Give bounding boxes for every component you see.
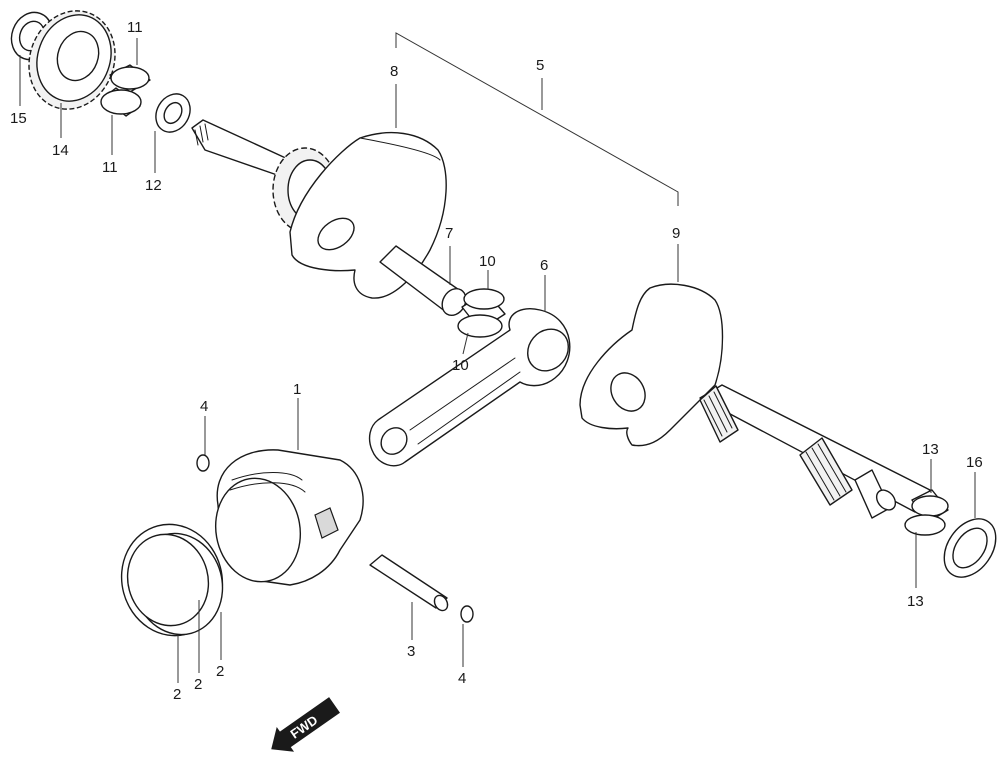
part-1-piston — [214, 449, 364, 586]
callout-6: 6 — [540, 257, 548, 274]
callout-11-top: 11 — [127, 19, 143, 36]
callout-11-bottom: 11 — [102, 159, 118, 176]
part-14-drive-gear — [28, 10, 116, 110]
fwd-arrow-shape — [271, 697, 340, 752]
part-4-circlip — [196, 454, 474, 623]
callout-13-top: 13 — [922, 441, 939, 458]
callout-12: 12 — [145, 177, 162, 194]
callout-8: 8 — [390, 63, 398, 80]
part-7-crank-pin — [379, 245, 467, 317]
callout-3: 3 — [407, 643, 415, 660]
callout-13-bottom: 13 — [907, 593, 924, 610]
callout-2-right: 2 — [216, 663, 224, 680]
callout-10-bottom: 10 — [452, 357, 469, 374]
callout-16: 16 — [966, 454, 983, 471]
part-9-right-crank-half — [579, 283, 931, 519]
leader-lines — [19, 38, 976, 683]
callout-9: 9 — [672, 225, 680, 242]
part-2-piston-rings — [120, 523, 224, 637]
part-11-bushing — [100, 64, 151, 117]
callout-4-left: 4 — [200, 398, 208, 415]
part-12-washer — [155, 93, 191, 133]
part-10-needle-bearing — [457, 288, 506, 338]
callout-14: 14 — [52, 142, 69, 159]
assembly-5-bracket — [395, 32, 679, 206]
part-3-piston-pin — [369, 554, 449, 612]
callout-2-middle: 2 — [194, 676, 202, 693]
fwd-direction-arrow: FWD — [271, 697, 340, 752]
callout-2-left: 2 — [173, 686, 181, 703]
part-16-oil-seal — [943, 518, 997, 578]
callout-15: 15 — [10, 110, 27, 127]
callout-1: 1 — [293, 381, 301, 398]
callout-4-right: 4 — [458, 670, 466, 687]
callout-5: 5 — [536, 57, 544, 74]
part-6-connecting-rod — [368, 308, 571, 467]
part-13-bushing — [904, 489, 949, 536]
callout-7: 7 — [445, 225, 453, 242]
callout-labels: 11 15 14 11 12 8 5 9 7 10 10 6 1 4 13 16… — [10, 19, 983, 703]
callout-10-top: 10 — [479, 253, 496, 270]
